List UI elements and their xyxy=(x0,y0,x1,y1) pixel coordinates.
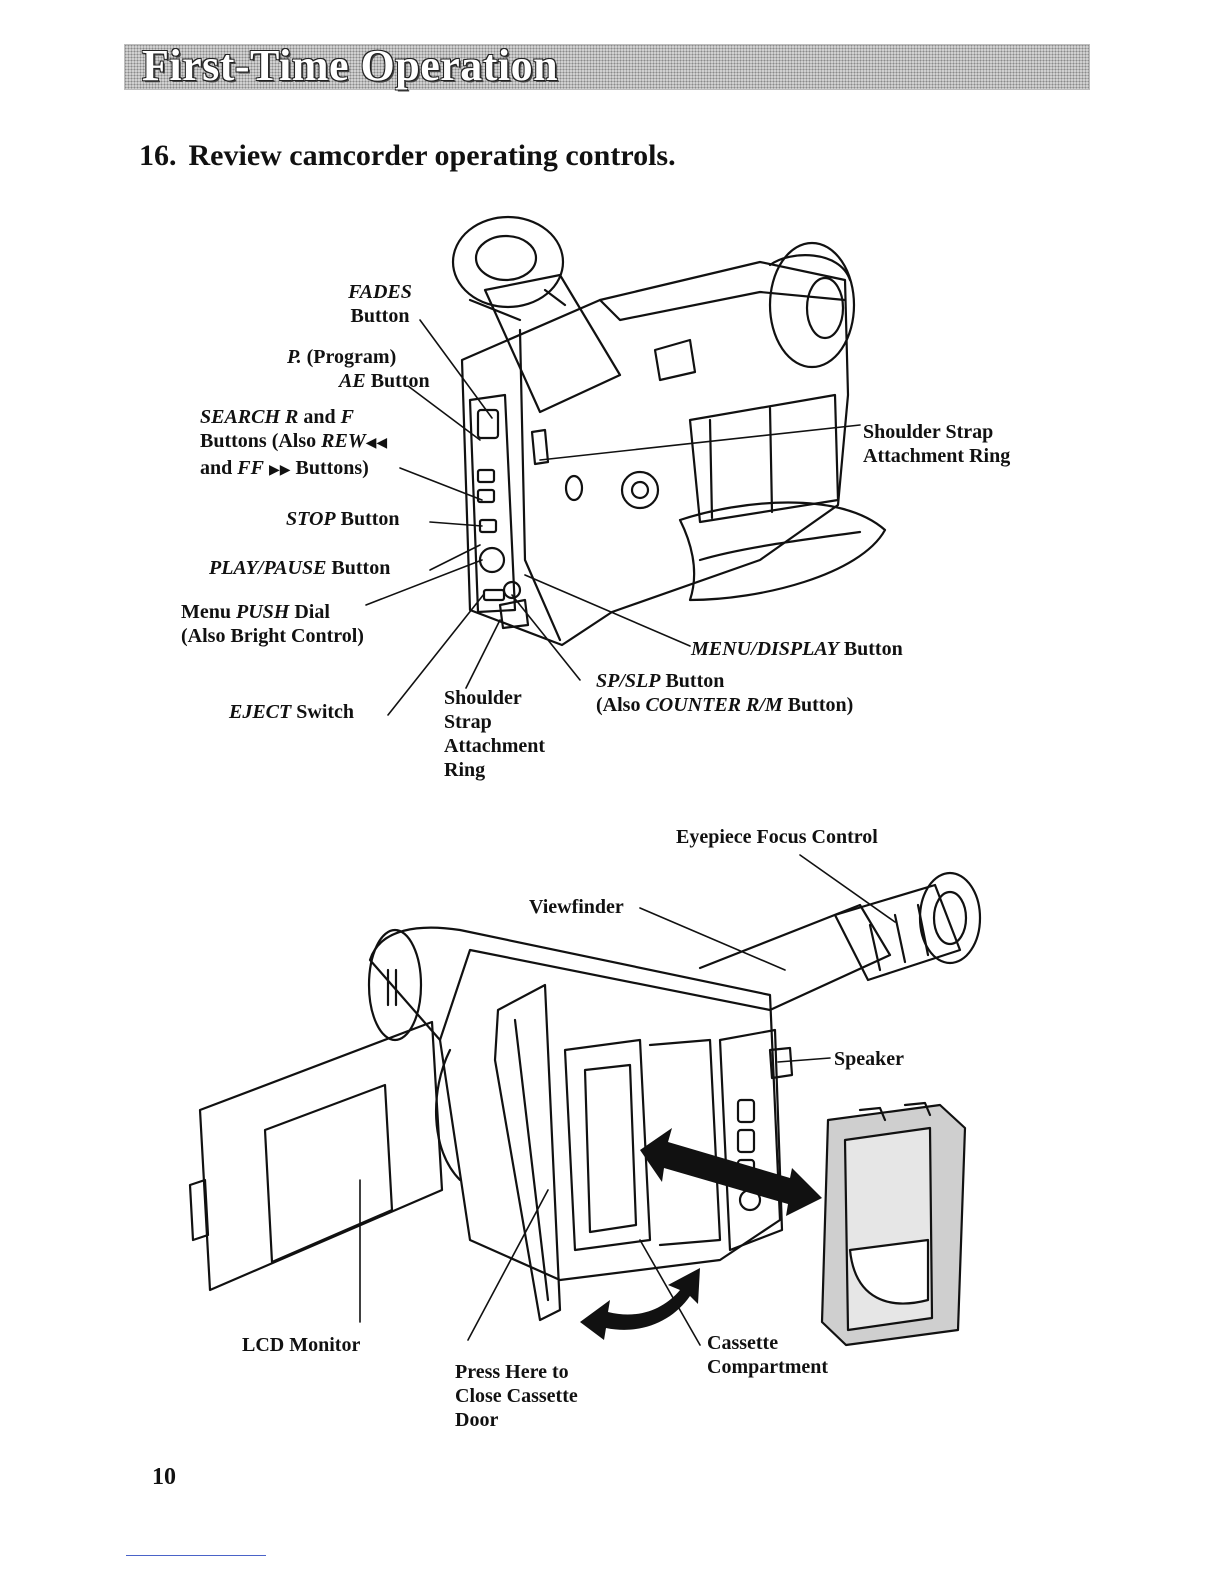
fades-button-text: Button xyxy=(350,305,410,327)
ae-button-text: Button xyxy=(370,370,430,392)
ae-name: AE xyxy=(339,370,366,392)
stop-name: STOP xyxy=(286,508,336,530)
footer-rule xyxy=(126,1555,266,1556)
bright-control-text: (Also Bright Control) xyxy=(181,625,364,647)
search-and: and xyxy=(303,406,336,428)
label-eyepiece-focus-control: Eyepiece Focus Control xyxy=(676,826,878,848)
step-title: Review camcorder operating controls. xyxy=(188,139,676,172)
menu-word: Menu xyxy=(181,601,231,623)
label-press-here: Press Here to Close Cassette Door xyxy=(455,1360,578,1432)
ff-icon: ▶▶ xyxy=(268,463,291,478)
section-title: First-Time Operation xyxy=(142,41,559,90)
label-fades-button: FADES Button xyxy=(330,280,430,328)
counter-name: COUNTER R/M xyxy=(645,694,783,716)
label-program-ae-button: P. (Program) AE Button xyxy=(287,345,430,393)
label-stop-button: STOP Button xyxy=(286,507,400,531)
search-r: R xyxy=(285,406,299,428)
label-eject-switch: EJECT Switch xyxy=(229,700,354,724)
cassette-drawing xyxy=(820,1101,967,1347)
strap-left-line4: Ring xyxy=(444,759,486,781)
program-p: P. xyxy=(287,346,302,368)
step-heading: 16. Review camcorder operating controls. xyxy=(139,138,676,174)
strap-right-line1: Shoulder Strap xyxy=(863,421,994,443)
door-close-arrow xyxy=(580,1268,700,1340)
page-number: 10 xyxy=(152,1464,176,1490)
cassette-insert-arrow xyxy=(640,1128,822,1216)
press-here-line1: Press Here to xyxy=(455,1361,569,1383)
rew-icon: ◀◀ xyxy=(365,436,388,451)
rew-name: REW xyxy=(321,430,366,452)
cassette-line2: Compartment xyxy=(707,1356,829,1378)
camcorder-side-drawing xyxy=(451,215,887,647)
label-shoulder-strap-right: Shoulder Strap Attachment Ring xyxy=(863,420,1010,468)
cassette-line1: Cassette xyxy=(707,1332,779,1354)
sp-slp-also: (Also xyxy=(596,694,641,716)
ff-name: FF xyxy=(237,457,264,479)
program-text: (Program) xyxy=(306,346,397,368)
push-name: PUSH xyxy=(236,601,290,623)
leader-lines-bottom xyxy=(359,854,896,1346)
play-pause-name: PLAY/PAUSE xyxy=(209,557,327,579)
strap-left-line1: Shoulder xyxy=(444,687,522,709)
search-f: F xyxy=(340,406,354,428)
sp-slp-button-close: Button) xyxy=(787,694,854,716)
sp-slp-name: SP/SLP xyxy=(596,670,661,692)
eject-name: EJECT xyxy=(229,701,292,723)
search-and2: and xyxy=(200,457,233,479)
eject-switch-text: Switch xyxy=(296,701,355,723)
label-menu-display-button: MENU/DISPLAY Button xyxy=(691,637,903,661)
label-lcd-monitor: LCD Monitor xyxy=(242,1334,361,1356)
camcorder-open-drawing xyxy=(188,871,982,1322)
search-name: SEARCH xyxy=(200,406,281,428)
step-number: 16. xyxy=(139,139,177,172)
label-menu-push-dial: Menu PUSH Dial (Also Bright Control) xyxy=(181,600,364,648)
label-shoulder-strap-left: Shoulder Strap Attachment Ring xyxy=(444,686,545,782)
fades-name: FADES xyxy=(348,281,412,303)
menu-display-name: MENU/DISPLAY xyxy=(691,638,839,660)
press-here-line2: Close Cassette xyxy=(455,1385,578,1407)
label-speaker: Speaker xyxy=(834,1048,904,1070)
search-buttons-also: Buttons (Also xyxy=(200,430,317,452)
sp-slp-button-text: Button xyxy=(665,670,725,692)
menu-display-button-text: Button xyxy=(843,638,903,660)
strap-left-line3: Attachment xyxy=(444,735,546,757)
label-play-pause-button: PLAY/PAUSE Button xyxy=(209,556,390,580)
play-pause-button-text: Button xyxy=(331,557,391,579)
label-search-buttons: SEARCH R and F Buttons (Also REW◀◀ and F… xyxy=(200,405,387,483)
search-buttons-close: Buttons) xyxy=(295,457,369,479)
leader-lines-top xyxy=(365,319,861,716)
label-sp-slp-button: SP/SLP Button (Also COUNTER R/M Button) xyxy=(596,669,853,717)
dial-word: Dial xyxy=(294,601,330,623)
label-cassette-compartment: Cassette Compartment xyxy=(707,1331,828,1379)
strap-right-line2: Attachment Ring xyxy=(863,445,1011,467)
section-banner: First-Time Operation xyxy=(124,41,1090,90)
stop-button-text: Button xyxy=(340,508,400,530)
label-viewfinder: Viewfinder xyxy=(529,896,624,918)
strap-left-line2: Strap xyxy=(444,711,492,733)
press-here-line3: Door xyxy=(455,1409,499,1431)
